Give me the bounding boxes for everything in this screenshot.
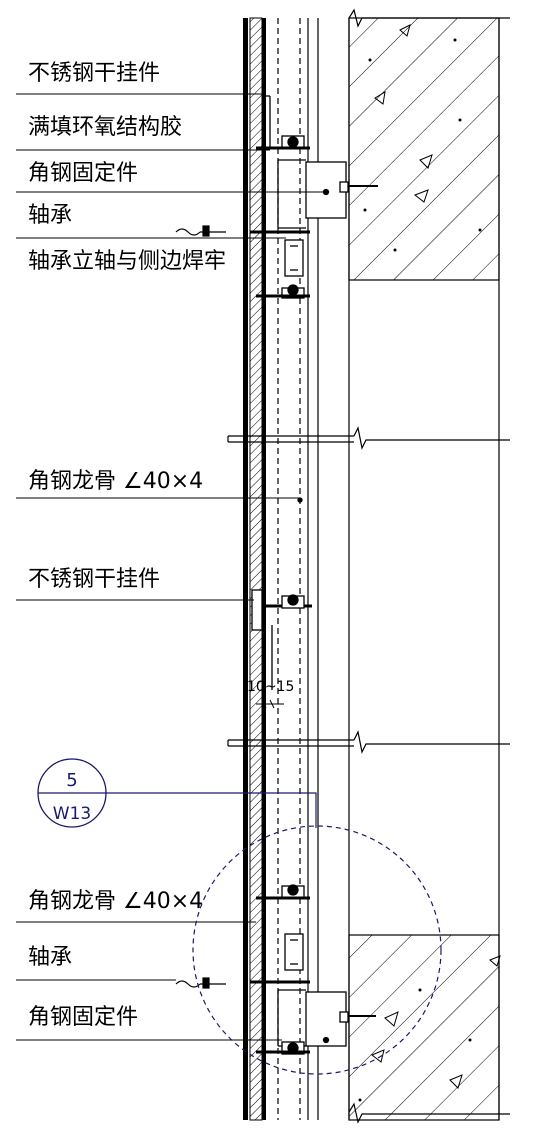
middle-anchor-assembly (251, 497, 312, 690)
detail-sheet: W13 (53, 804, 91, 824)
label-angle-keel-bottom: 角钢龙骨 ∠40×4 (28, 889, 203, 914)
detail-number: 5 (66, 770, 77, 791)
weld-symbol-bottom (175, 977, 226, 989)
break-line-top (348, 8, 510, 28)
dimension-text: 10~15 (247, 679, 294, 695)
bottom-anchor-assembly (250, 884, 376, 1055)
break-line-1 (227, 426, 510, 450)
dimension-marker (256, 699, 284, 709)
label-bearing-weld: 轴承立轴与侧边焊牢 (28, 249, 226, 274)
detail-leader (106, 792, 317, 828)
stone-panel (243, 17, 266, 1121)
detail-callout: 5 W13 (37, 758, 442, 1075)
label-epoxy-adhesive: 满填环氧结构胶 (28, 115, 182, 140)
break-line-bottom (348, 1102, 510, 1124)
label-angle-keel-mid: 角钢龙骨 ∠40×4 (28, 469, 203, 494)
break-line-2 (227, 730, 510, 754)
label-angle-fixing-top: 角钢固定件 (28, 161, 138, 186)
detail-boundary-circle (192, 825, 442, 1075)
label-stainless-bracket-top: 不锈钢干挂件 (28, 61, 160, 86)
label-bearing-bottom: 轴承 (28, 945, 72, 970)
leader-lines (16, 93, 326, 1041)
label-bearing-top: 轴承 (28, 203, 72, 228)
top-anchor-assembly (250, 95, 378, 299)
label-angle-fixing-bottom: 角钢固定件 (28, 1005, 138, 1030)
weld-symbol-top (175, 225, 226, 237)
label-stainless-bracket-mid: 不锈钢干挂件 (28, 567, 160, 592)
concrete-slab-bottom (348, 934, 501, 1121)
concrete-slab-top (348, 17, 500, 281)
